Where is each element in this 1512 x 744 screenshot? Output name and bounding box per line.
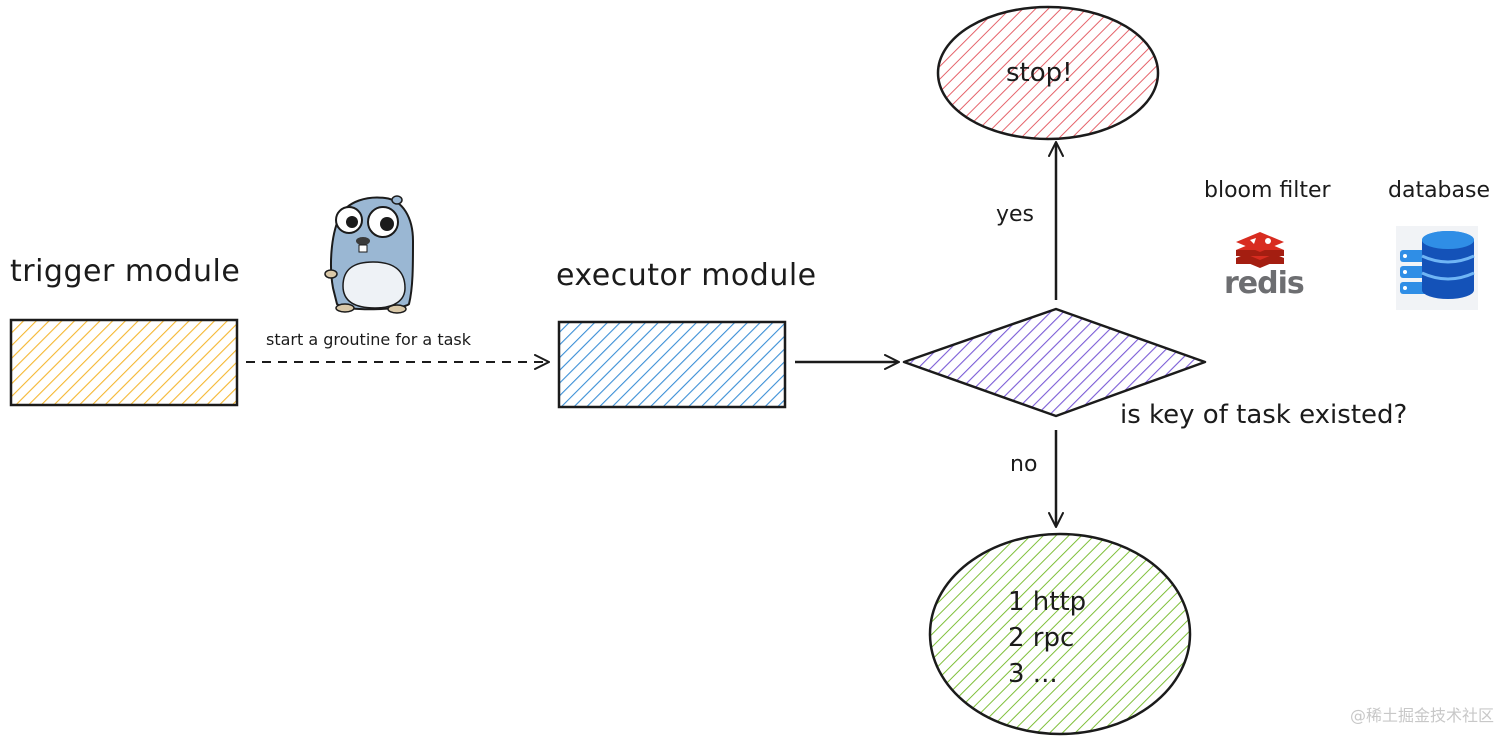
watermark: @稀土掘金技术社区 <box>1349 706 1494 725</box>
redis-wordmark: redis <box>1224 266 1305 301</box>
redis-icon <box>1236 232 1284 268</box>
decision-question-label: is key of task existed? <box>1120 400 1408 430</box>
result-steps: 1 http 2 rpc 3 ... <box>1008 584 1118 692</box>
result-ellipse <box>928 532 1192 736</box>
executor-module-box <box>557 320 787 409</box>
trigger-module-label: trigger module <box>10 254 241 289</box>
stop-ellipse <box>936 5 1160 141</box>
no-label: no <box>1010 452 1038 477</box>
database-label: database <box>1388 178 1490 203</box>
database-icon <box>1396 226 1478 310</box>
result-step: 3 ... <box>1008 659 1058 689</box>
goroutine-edge-label: start a groutine for a task <box>266 330 471 349</box>
stop-label: stop! <box>1006 58 1073 88</box>
yes-label: yes <box>996 202 1035 227</box>
result-step: 1 http <box>1008 587 1087 617</box>
trigger-module-box <box>9 318 239 407</box>
bloom-filter-label: bloom filter <box>1204 178 1331 203</box>
result-step: 2 rpc <box>1008 623 1075 653</box>
executor-module-label: executor module <box>556 258 817 293</box>
decision-diamond <box>902 307 1207 418</box>
gopher-icon <box>324 195 415 314</box>
